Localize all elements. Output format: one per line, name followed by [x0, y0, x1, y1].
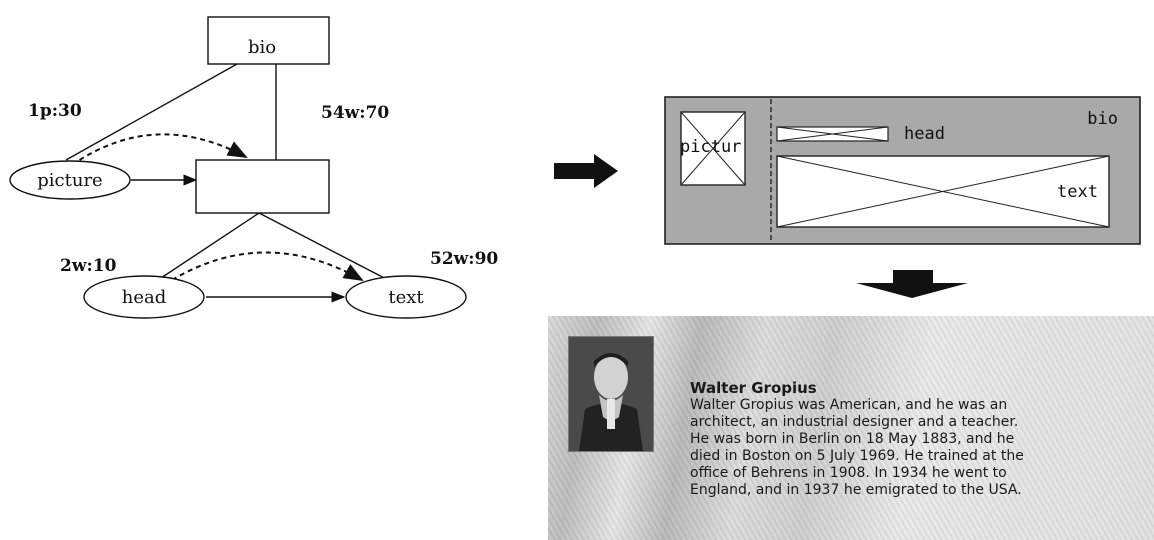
- layout-picture-label: pictur: [680, 137, 741, 157]
- node-text-label: text: [388, 287, 424, 308]
- weight-picture-link: 1p:30: [28, 101, 82, 121]
- node-head-label: head: [122, 287, 167, 308]
- bio-line: office of Behrens in 1908. In 1934 he we…: [690, 465, 1130, 482]
- bio-line: He was born in Berlin on 18 May 1883, an…: [690, 431, 1130, 448]
- node-text: text: [346, 276, 466, 318]
- node-bio-label: bio: [248, 37, 276, 58]
- bio-line: died in Boston on 5 July 1969. He traine…: [690, 448, 1130, 465]
- node-head: head: [84, 276, 204, 318]
- bio-line: Walter Gropius was American, and he was …: [690, 397, 1130, 414]
- bio-body: Walter Gropius was American, and he was …: [690, 397, 1130, 499]
- layout-bio-label: bio: [1087, 109, 1118, 129]
- dashed-edge-head-text: [172, 253, 362, 281]
- node-bio: bio: [208, 17, 329, 64]
- bio-line: England, and in 1937 he emigrated to the…: [690, 482, 1130, 499]
- bio-line: architect, an industrial designer and a …: [690, 414, 1130, 431]
- node-picture-label: picture: [37, 170, 102, 191]
- edge-bio-picture: [66, 64, 237, 160]
- edge-group-text: [259, 213, 392, 282]
- layout-box: bio pictur head text: [665, 97, 1140, 244]
- layout-picture-slot: pictur: [680, 112, 745, 185]
- node-picture: picture: [10, 161, 130, 199]
- edge-group-head: [158, 213, 259, 280]
- layout-text-label: text: [1057, 182, 1098, 202]
- portrait-photo: [568, 336, 654, 452]
- rendered-bio-panel: Walter Gropius Walter Gropius was Americ…: [548, 316, 1154, 540]
- layout-head-label: head: [904, 124, 945, 144]
- layout-head-slot: head: [777, 124, 945, 144]
- weight-text-link: 52w:90: [430, 249, 498, 269]
- down-arrow-icon: [856, 270, 968, 298]
- bio-heading: Walter Gropius: [690, 380, 1130, 397]
- node-group: [196, 160, 329, 213]
- layout-text-slot: text: [777, 156, 1109, 227]
- bio-text-block: Walter Gropius Walter Gropius was Americ…: [690, 380, 1130, 499]
- right-arrow-icon: [554, 154, 618, 188]
- weight-bio-link: 54w:70: [321, 103, 389, 123]
- weight-head-link: 2w:10: [60, 256, 117, 276]
